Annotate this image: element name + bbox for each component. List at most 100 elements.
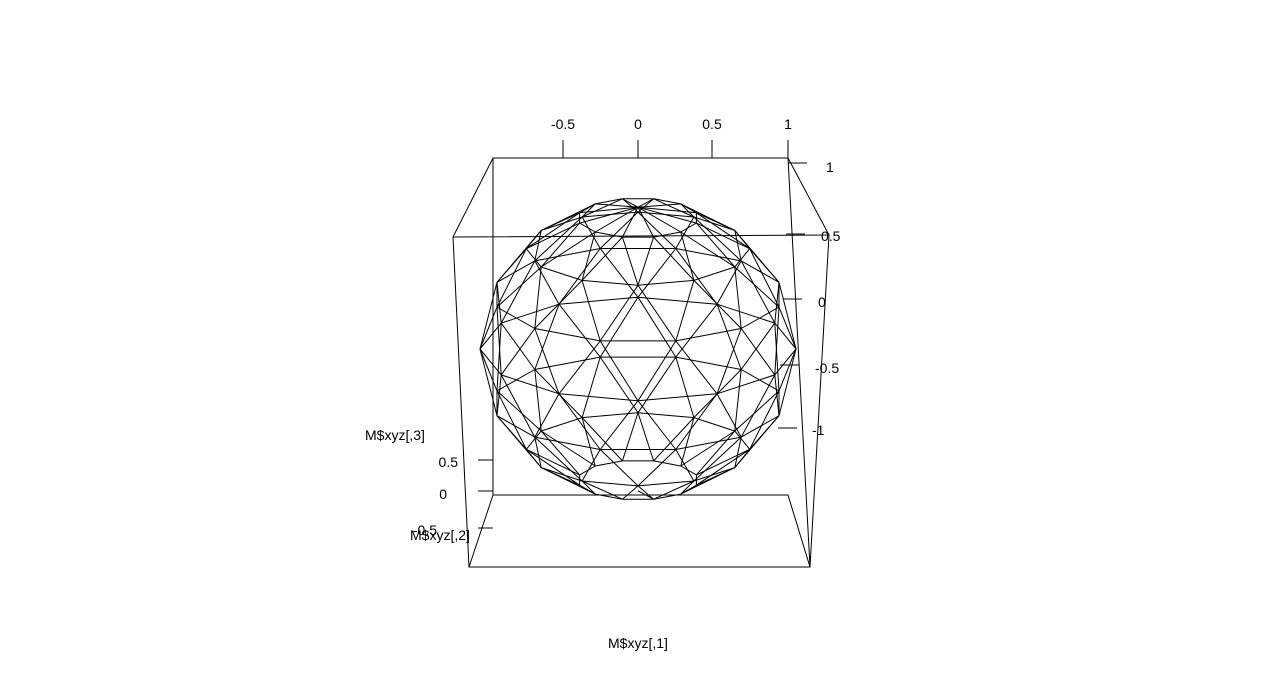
right-tick-label: 0 (818, 294, 826, 310)
mesh-ring-edge (595, 198, 623, 205)
right-axis: 1 0.5 0 -0.5 -1 (778, 159, 841, 438)
mesh-edge (740, 322, 776, 370)
mesh-ring-edge (534, 248, 601, 262)
mesh-edge (599, 248, 639, 298)
mesh-edge (637, 485, 654, 500)
floor-face (468, 494, 811, 568)
top-tick-label: 0 (634, 116, 642, 132)
top-tick-label: 0.5 (702, 116, 722, 132)
mesh-diagonal-edge (696, 222, 750, 250)
mesh-edge (637, 236, 655, 286)
mesh-ring-edge (653, 460, 681, 467)
mesh-diagonal-edge (534, 369, 542, 432)
mesh-edge (734, 230, 742, 262)
right-tick-label: -1 (812, 422, 825, 438)
mesh-edge (479, 306, 498, 350)
mesh-edge (581, 417, 596, 467)
mesh-diagonal-edge (599, 449, 639, 487)
mesh-edge (599, 211, 639, 249)
mesh-edge (496, 390, 542, 432)
mesh-edge (675, 303, 718, 358)
mesh-ring-edge (693, 266, 735, 281)
mesh-ring-edge (653, 493, 681, 500)
mesh-ring-edge (582, 412, 639, 419)
mesh-edge (558, 340, 601, 395)
mesh-ring-edge (534, 436, 601, 450)
mesh-ring-edge (558, 296, 639, 305)
mesh-diagonal-edge (581, 480, 596, 495)
mesh-edge (637, 206, 697, 224)
mesh-edge (558, 393, 601, 450)
mesh-diagonal-edge (534, 328, 560, 394)
mesh-ring-edge (637, 412, 694, 419)
top-axis: -0.5 0 0.5 1 (551, 116, 792, 158)
mesh-ring-edge (675, 328, 742, 342)
mesh-edge (637, 340, 677, 402)
mesh-edge (637, 206, 655, 238)
mesh-edge (653, 198, 695, 218)
mesh-edge (526, 222, 580, 250)
mesh-diagonal-edge (479, 348, 498, 392)
mesh-ring-edge (501, 374, 560, 395)
mesh-edge (740, 260, 776, 324)
mesh-diagonal-edge (749, 248, 780, 308)
mesh-ring-edge (579, 465, 596, 476)
mesh-diagonal-edge (675, 340, 718, 395)
left-tick-label: 0 (439, 486, 447, 502)
mesh-edge (595, 203, 639, 208)
mesh-ring-edge (774, 322, 797, 350)
mesh-edge (637, 490, 654, 500)
box-edge-right-back (787, 157, 811, 568)
mesh-diagonal-edge (734, 266, 742, 329)
mesh-diagonal-edge (637, 356, 677, 413)
mesh-edge (622, 198, 639, 213)
mesh-edge (637, 449, 677, 487)
top-tick-label: 1 (784, 116, 792, 132)
mesh-ring-edge (637, 279, 694, 286)
mesh-edge (637, 198, 654, 208)
mesh-diagonal-edge (716, 260, 742, 305)
mesh-edge (680, 430, 736, 467)
mesh-edge (693, 280, 742, 329)
mesh-diagonal-edge (581, 216, 601, 249)
mesh-edge (534, 436, 542, 468)
mesh-diagonal-edge (540, 203, 596, 231)
top-tick-label: -0.5 (551, 116, 575, 132)
mesh-edge (540, 430, 580, 476)
mesh-edge (680, 480, 695, 495)
mesh-ring-edge (637, 296, 718, 305)
mesh-edge (696, 222, 736, 268)
mesh-edge (534, 216, 583, 262)
mesh-diagonal-edge (740, 328, 776, 376)
mesh-edge (675, 216, 695, 249)
mesh-diagonal-edge (637, 248, 677, 298)
mesh-edge (581, 480, 623, 500)
mesh-edge (774, 374, 780, 416)
mesh-diagonal-edge (637, 412, 655, 462)
mesh-edge (693, 436, 742, 482)
mesh-ring-edge (734, 248, 751, 268)
mesh-diagonal-edge (496, 390, 527, 450)
mesh-ring-edge (496, 306, 536, 329)
mesh-ring-edge (582, 480, 639, 487)
mesh-ring-edge (496, 260, 536, 283)
mesh-diagonal-edge (496, 248, 527, 283)
mesh-ring-edge (541, 417, 583, 432)
mesh-edge (680, 231, 695, 281)
mesh-diagonal-edge (599, 400, 639, 450)
mesh-ring-edge (675, 356, 742, 370)
mesh-diagonal-edge (653, 236, 695, 281)
mesh-ring-edge (582, 279, 639, 286)
mesh-diagonal-edge (581, 198, 623, 218)
mesh-edge (500, 328, 536, 376)
mesh-diagonal-edge (637, 211, 677, 249)
mesh-diagonal-edge (637, 198, 654, 213)
mesh-ring-edge (716, 374, 775, 395)
mesh-ring-edge (693, 467, 735, 482)
mesh-edge (621, 206, 639, 238)
right-tick-label: -0.5 (815, 360, 839, 376)
mesh-ring-edge (740, 306, 780, 329)
mesh-diagonal-edge (637, 296, 677, 358)
mesh-ring-edge (579, 222, 596, 233)
